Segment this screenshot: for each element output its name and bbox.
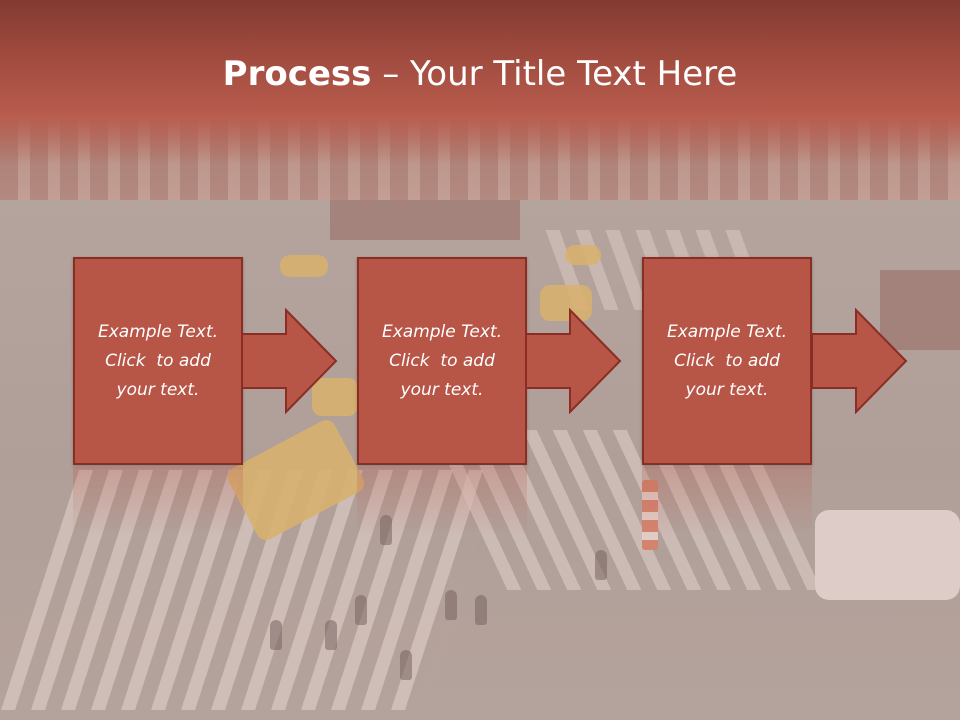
traffic-cone: [642, 480, 658, 550]
step-2-text: Example Text. Click to add your text.: [367, 318, 517, 405]
taxi-5: [565, 245, 601, 265]
pedestrian: [270, 620, 282, 650]
right-arrow-icon: [525, 308, 622, 414]
step-2-line-3: your text.: [400, 379, 484, 400]
slide-title[interactable]: Process – Your Title Text Here: [0, 48, 960, 100]
process-step-3[interactable]: Example Text. Click to add your text.: [642, 257, 812, 465]
step-3-line-1: Example Text.: [666, 321, 788, 342]
pedestrian: [355, 595, 367, 625]
title-separator: –: [371, 54, 411, 94]
taxi-4: [540, 285, 592, 321]
step-1-line-3: your text.: [116, 379, 200, 400]
step-1-line-1: Example Text.: [97, 321, 219, 342]
storefront-right: [880, 270, 960, 350]
step-1-reflection: [73, 467, 243, 537]
step-1-line-2: Click to add: [105, 350, 211, 371]
step-1-text: Example Text. Click to add your text.: [83, 318, 233, 405]
step-3-line-3: your text.: [685, 379, 769, 400]
title-bold: Process: [222, 54, 372, 94]
right-arrow-icon: [811, 308, 908, 414]
pedestrian: [475, 595, 487, 625]
step-2-line-2: Click to add: [389, 350, 495, 371]
white-car: [815, 510, 960, 600]
pedestrian: [595, 550, 607, 580]
pedestrian: [380, 515, 392, 545]
storefront-left: [330, 200, 520, 240]
step-2-reflection: [357, 467, 527, 537]
title-rest: Your Title Text Here: [410, 54, 738, 94]
pedestrian: [325, 620, 337, 650]
taxi-2: [312, 378, 358, 416]
pedestrian: [445, 590, 457, 620]
process-step-2[interactable]: Example Text. Click to add your text.: [357, 257, 527, 465]
step-2-line-1: Example Text.: [381, 321, 503, 342]
process-step-1[interactable]: Example Text. Click to add your text.: [73, 257, 243, 465]
pedestrian: [400, 650, 412, 680]
step-3-reflection: [642, 467, 812, 537]
right-arrow-icon: [241, 308, 338, 414]
step-3-line-2: Click to add: [674, 350, 780, 371]
title-bar: [0, 0, 960, 165]
step-3-text: Example Text. Click to add your text.: [652, 318, 802, 405]
taxi-3: [280, 255, 328, 277]
